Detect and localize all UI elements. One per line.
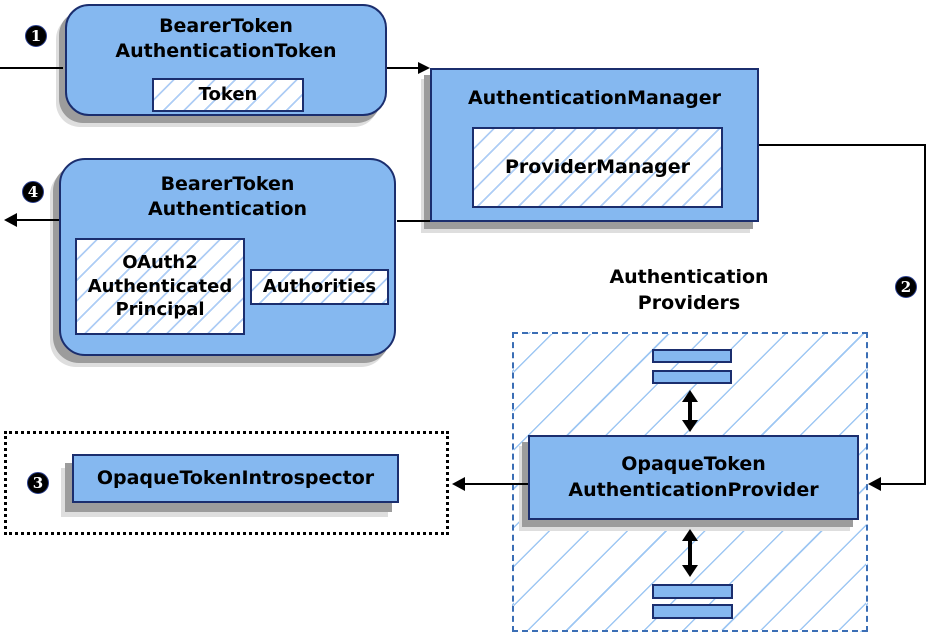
provider-slot-bar: [652, 370, 732, 384]
step-marker-2: 2: [895, 276, 917, 298]
arrow-token-to-manager: [387, 62, 430, 74]
node-title: OpaqueToken AuthenticationProvider: [568, 453, 819, 501]
step-marker-3: 3: [27, 472, 49, 494]
introspector-container: [4, 431, 449, 535]
node-opaque-token-introspector: OpaqueTokenIntrospector: [72, 454, 399, 503]
node-title: BearerToken AuthenticationToken: [115, 15, 337, 63]
node-opaque-token-authentication-provider: OpaqueToken AuthenticationProvider: [528, 435, 859, 520]
arrow-authentication-out: [4, 213, 59, 227]
step-marker-4: 4: [22, 181, 44, 203]
member-authorities: Authorities: [250, 269, 389, 305]
member-provider-manager: ProviderManager: [472, 127, 723, 208]
provider-slot-bar: [652, 584, 733, 599]
node-authentication-manager: AuthenticationManager ProviderManager: [430, 68, 759, 222]
member-oauth2-authenticated-principal: OAuth2 Authenticated Principal: [75, 238, 245, 335]
provider-slot-bar: [652, 604, 733, 619]
node-title: AuthenticationManager: [467, 87, 722, 109]
authentication-providers-label: Authentication Providers: [609, 266, 769, 314]
node-title: BearerToken Authentication: [147, 173, 308, 221]
node-bearer-token-authentication: BearerToken Authentication OAuth2 Authen…: [59, 158, 396, 356]
member-token: Token: [152, 78, 304, 112]
node-bearer-token-authentication-token: BearerToken AuthenticationToken Token: [65, 4, 387, 116]
provider-slot-bar: [652, 349, 732, 363]
step-marker-1: 1: [25, 25, 47, 47]
node-title: OpaqueTokenIntrospector: [96, 466, 375, 489]
